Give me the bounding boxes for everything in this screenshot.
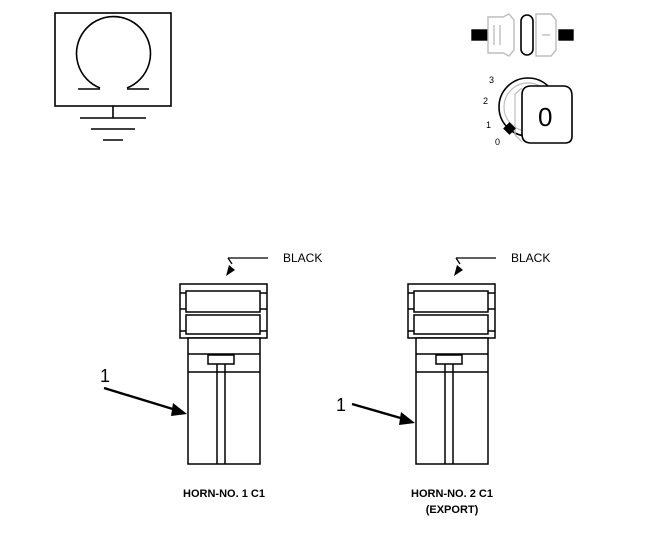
key-position-0: 0 [495,137,500,147]
ohmmeter-frame [54,12,172,107]
connector-seal [520,14,534,56]
connector-2-caption: HORN-NO. 2 C1 [411,488,493,500]
key-head [521,85,573,144]
connector-horn-no-1: BLACK 1 HORN-NO. 1 C1 [100,251,322,500]
connector-1-latch-upper [185,290,261,313]
key-position-3: 3 [489,75,494,85]
connector-2-latch-lower [413,314,489,335]
connector-2-terminal-slot [435,354,463,365]
ignition-key-switch-icon: 3 2 1 0 0 [483,75,573,147]
key-position-1: 1 [486,120,491,130]
ohmmeter-ground-icon [54,12,172,141]
connector-2-color-label: BLACK [511,251,550,265]
connector-1-terminal-slot [207,354,235,365]
connector-unplugged-icon [471,13,574,57]
connector-1-caption: HORN-NO. 1 C1 [183,488,265,500]
omega-arc [75,15,152,89]
connector-2-latch-upper [413,290,489,313]
connector-1-latch-lower [185,314,261,335]
connector-1-callout-number: 1 [100,366,110,386]
connector-1-color-label: BLACK [283,251,322,265]
connector-2-callout-number: 1 [336,395,346,415]
connector-2-caption-sub: (EXPORT) [426,504,479,516]
key-position-label: 0 [538,102,552,132]
connector-half-left [487,13,515,57]
connector-horn-no-2: BLACK 1 HORN-NO. 2 C1 (EXPORT) [336,251,550,516]
key-position-2: 2 [483,96,488,106]
